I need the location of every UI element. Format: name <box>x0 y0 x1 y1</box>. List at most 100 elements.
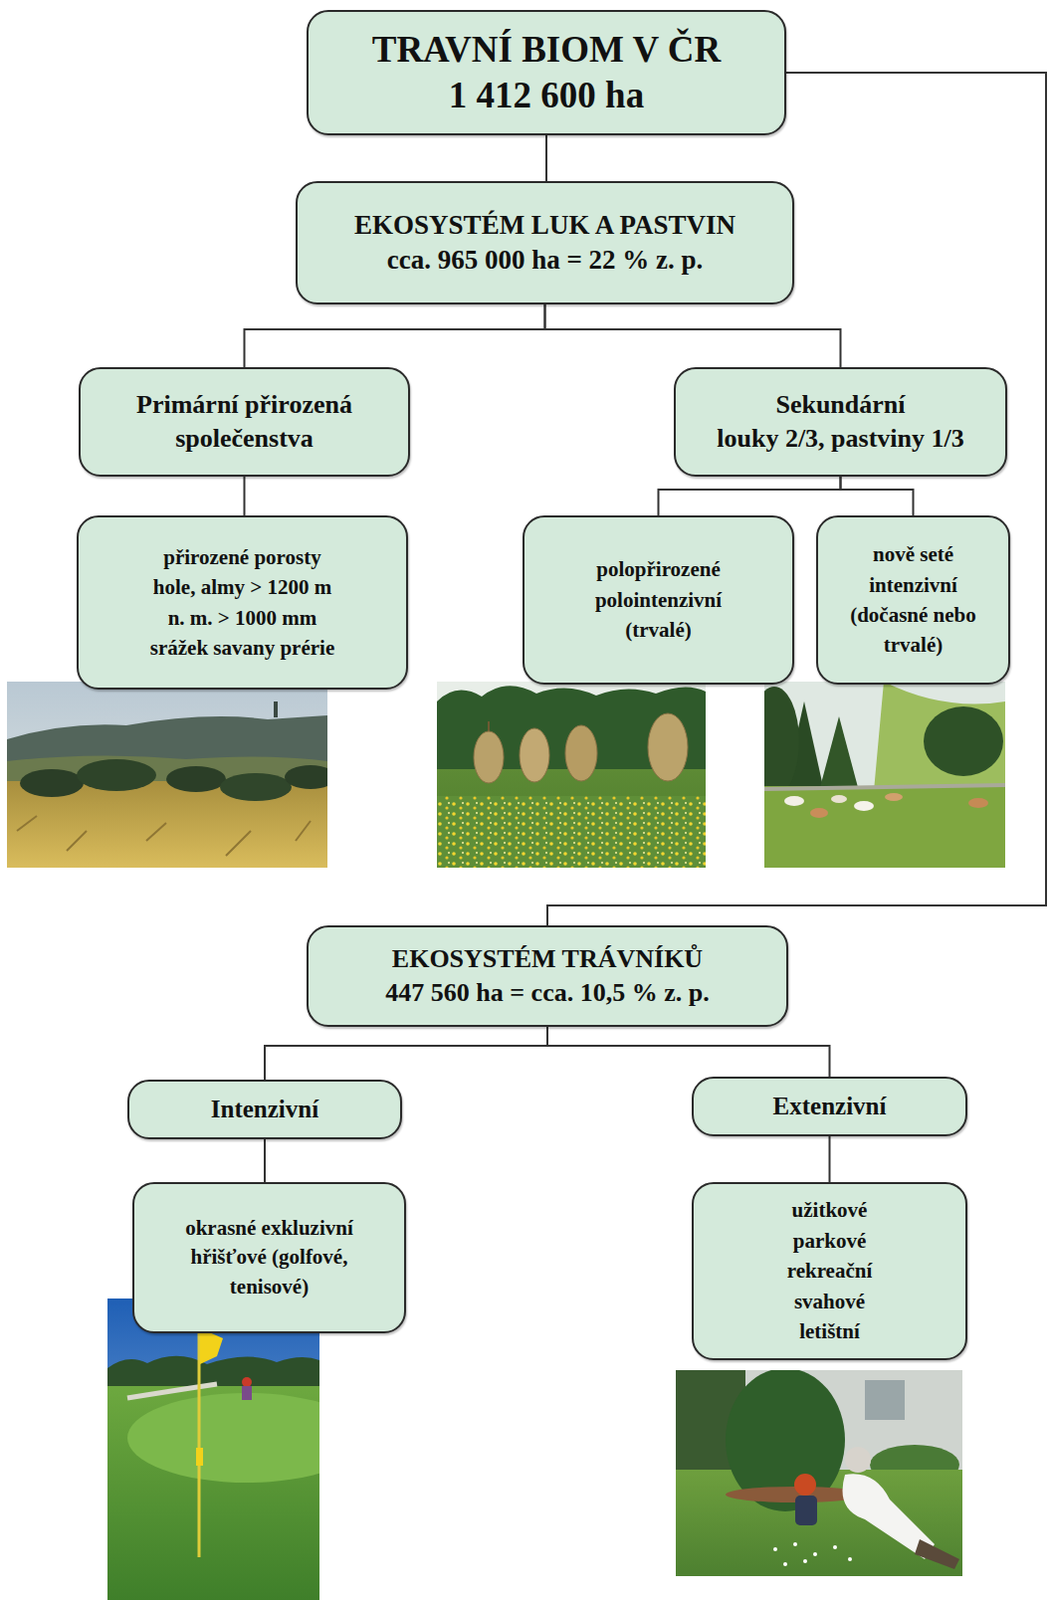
text-group: EKOSYSTÉM TRÁVNÍKŮ447 560 ha = cca. 10,5… <box>385 942 709 1011</box>
node-text: polopřirozené polointenzivní (trvalé) <box>579 554 739 645</box>
connector-line <box>244 304 546 368</box>
haystack-photo-part <box>519 728 550 783</box>
node-text: užitkové parkové rekreační svahové letiš… <box>770 1195 890 1347</box>
pasture-photo-part <box>884 793 903 802</box>
pasture-photo-part <box>819 716 859 792</box>
node-text: přirozené porosty hole, almy > 1200 m n.… <box>148 542 338 664</box>
text-group: okrasné exkluzivní hřišťové (golfové, te… <box>170 1214 370 1302</box>
text-box: Intenzivní <box>127 1079 403 1140</box>
mountain-photo-part <box>6 681 328 868</box>
golf-photo-part <box>200 1328 223 1365</box>
garden-photo-part <box>847 1557 852 1562</box>
mountain-photo-part <box>273 701 278 718</box>
mountain-photo-part <box>76 759 157 792</box>
golf-photo-part <box>241 1377 252 1388</box>
pasture-photo-part <box>764 785 1006 790</box>
text-box: Sekundárnílouky 2/3, pastviny 1/3 <box>673 367 1008 477</box>
connector-line <box>243 476 246 516</box>
mountain-photo-part <box>219 773 292 802</box>
mountain-photo-part <box>16 816 311 856</box>
mountain-photo-part <box>166 766 226 793</box>
pasture-photo-part <box>764 681 1006 868</box>
node-text: cca. 965 000 ha = 22 % z. p. <box>354 242 736 278</box>
garden-photo-part <box>783 1562 788 1567</box>
pasture-photo-part <box>749 686 800 797</box>
golf-photo-part <box>127 1393 367 1483</box>
text-box: polopřirozené polointenzivní (trvalé) <box>522 515 795 685</box>
connector-line <box>829 1136 832 1183</box>
text-box: nově seté intenzivní (dočasné nebo trval… <box>816 515 1011 685</box>
garden-photo-part <box>795 1495 818 1526</box>
haystack-photo <box>436 681 706 868</box>
golf-photo-part <box>196 1448 204 1467</box>
pasture-photo-part <box>873 681 1006 792</box>
text-group: Intenzivní <box>210 1094 319 1125</box>
garden-photo-part <box>813 1552 818 1557</box>
garden-photo-part <box>864 1380 905 1421</box>
text-group: Sekundárnílouky 2/3, pastviny 1/3 <box>716 388 965 456</box>
mountain-photo-part <box>19 769 84 798</box>
node-text: TRAVNÍ BIOM V ČR <box>372 26 722 73</box>
text-box: Extenzivní <box>691 1076 968 1137</box>
mountain-photo <box>6 681 337 868</box>
connector-line <box>658 476 841 516</box>
text-box: okrasné exkluzivní hřišťové (golfové, te… <box>132 1182 407 1334</box>
text-group: EKOSYSTÉM LUK A PASTVINcca. 965 000 ha =… <box>354 208 736 278</box>
haystack-photo-part <box>473 731 504 784</box>
haystack-photo-part <box>436 681 706 868</box>
pasture-photo-part <box>923 706 1004 777</box>
node-text: 1 412 600 ha <box>372 72 722 119</box>
haystack-photo-part <box>436 796 706 868</box>
node-text: Intenzivní <box>210 1094 319 1125</box>
node-text: Primární přirozená společenstva <box>100 388 390 456</box>
text-box: TRAVNÍ BIOM V ČR1 412 600 ha <box>306 9 787 136</box>
garden-photo-part <box>844 1447 871 1473</box>
text-group: TRAVNÍ BIOM V ČR1 412 600 ha <box>372 26 722 120</box>
haystack-photo-part <box>565 725 598 782</box>
golf-photo-part <box>127 1384 217 1399</box>
pasture-photo-part <box>764 786 1006 868</box>
connector-line <box>545 135 548 182</box>
text-box: Primární přirozená společenstva <box>78 367 411 477</box>
garden-photo-part <box>773 1547 778 1552</box>
connector-line <box>547 1027 831 1077</box>
mountain-photo-part <box>284 765 337 790</box>
text-box: přirozené porosty hole, almy > 1200 m n.… <box>76 515 409 690</box>
text-group: Primární přirozená společenstva <box>100 388 390 456</box>
pasture-photo-part <box>968 798 989 809</box>
golf-photo-part <box>241 1386 252 1401</box>
node-text: louky 2/3, pastviny 1/3 <box>716 421 965 456</box>
node-text: Sekundární <box>716 388 965 422</box>
connector-line <box>264 1027 548 1080</box>
haystack-photo-part <box>436 769 706 868</box>
text-box: užitkové parkové rekreační svahové letiš… <box>691 1182 968 1361</box>
text-group: Extenzivní <box>773 1091 887 1122</box>
connector-line <box>840 476 914 516</box>
text-group: užitkové parkové rekreační svahové letiš… <box>770 1195 890 1347</box>
pasture-photo-part <box>784 796 805 807</box>
node-text: 447 560 ha = cca. 10,5 % z. p. <box>385 976 709 1011</box>
pasture-photo-part <box>810 808 829 819</box>
node-text: nově seté intenzivní (dočasné nebo trval… <box>834 539 994 661</box>
garden-photo-part <box>803 1559 808 1564</box>
garden-photo-part <box>794 1473 817 1496</box>
connector-line <box>545 304 841 368</box>
garden-photo-part <box>793 1542 798 1547</box>
golf-photo <box>107 1298 367 1600</box>
node-text: EKOSYSTÉM TRÁVNÍKŮ <box>385 942 709 977</box>
text-group: polopřirozené polointenzivní (trvalé) <box>579 554 739 645</box>
pasture-photo-part <box>853 801 874 812</box>
connector-line <box>263 1139 266 1183</box>
text-box: EKOSYSTÉM TRÁVNÍKŮ447 560 ha = cca. 10,5… <box>306 925 789 1028</box>
garden-photo-part <box>914 1539 960 1570</box>
node-text: EKOSYSTÉM LUK A PASTVIN <box>354 208 736 243</box>
garden-photo-part <box>833 1545 838 1550</box>
text-box: EKOSYSTÉM LUK A PASTVINcca. 965 000 ha =… <box>295 181 795 305</box>
pasture-photo-part <box>831 795 847 804</box>
pasture-photo <box>749 681 1006 868</box>
text-group: nově seté intenzivní (dočasné nebo trval… <box>834 539 994 661</box>
garden-photo <box>675 1368 963 1577</box>
node-text: Extenzivní <box>773 1091 887 1122</box>
